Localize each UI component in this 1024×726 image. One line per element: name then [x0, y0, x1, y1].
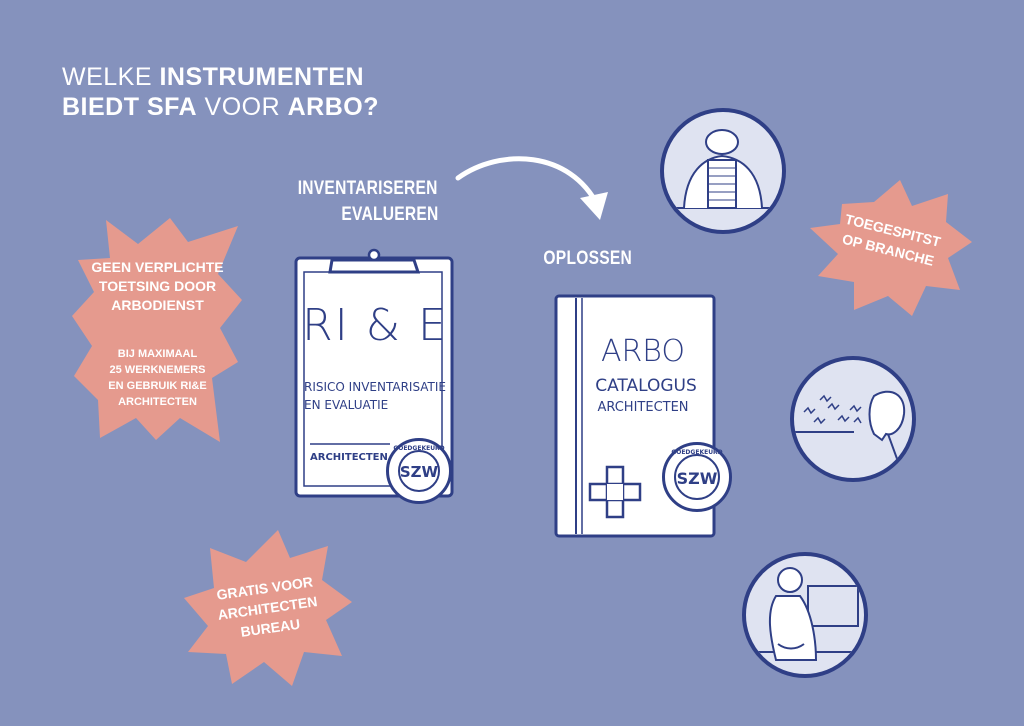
book-stamp: GOEDGEKEURD SZW: [662, 442, 732, 512]
clipboard-stamp-inner-ring: [398, 450, 440, 492]
title-line2-bold-a: BIEDT SFA: [62, 93, 198, 121]
title-line1-normal: WELKE: [62, 63, 160, 91]
person-back-pain-icon: [746, 567, 864, 661]
book-title-line-2: CATALOGUS: [595, 376, 697, 396]
clipboard-stamp: GOEDGEKEURD SZW: [386, 438, 452, 504]
burst-left-sub-1: BIJ MAXIMAAL: [117, 348, 198, 360]
book-stamp-ring-text: GOEDGEKEURD: [671, 449, 723, 456]
burst-left-sub-4: ARCHITECTEN: [118, 396, 197, 408]
badge-gratis-voor-architecten: GRATIS VOOR ARCHITECTEN BUREAU: [180, 528, 355, 688]
clipboard-big-title: RI & E: [302, 300, 448, 351]
burst-left-heading-1: GEEN VERPLICHTE: [91, 259, 224, 275]
book-title-line-1: ARBO: [600, 334, 686, 369]
title-line2-normal: VOOR: [197, 93, 288, 121]
step-label-oplossen: OPLOSSEN: [543, 248, 632, 269]
book-stamp-mark: SZW: [676, 469, 718, 488]
illustration-paperwork-stress: [660, 108, 786, 234]
clipboard-drawing: [294, 248, 454, 498]
clipboard-stamp-mark: SZW: [399, 463, 439, 481]
burst-shape-left: [72, 218, 242, 442]
illustration-breathing-dust: [790, 356, 916, 482]
clipboard-line-1: RISICO INVENTARISATIE: [304, 380, 447, 394]
burst-left-sub-3: EN GEBRUIK RI&E: [108, 380, 207, 392]
clipboard-stamp-ring-text: GOEDGEKEURD: [393, 445, 445, 452]
book-title-line-3: ARCHITECTEN: [597, 400, 689, 415]
rie-clipboard: RI & E RISICO INVENTARISATIE EN EVALUATI…: [290, 248, 460, 508]
clipboard-footer: ARCHITECTEN: [310, 452, 388, 463]
step-label-inventariseren: INVENTARISEREN: [298, 178, 438, 199]
person-breathing-dust-icon: [794, 390, 906, 478]
burst-left-heading-3: ARBODIENST: [111, 297, 204, 313]
burst-left-sub-2: 25 WERKNEMERS: [109, 364, 206, 376]
title-line2-bold-b: ARBO?: [287, 93, 379, 121]
burst-shape-bottom: [184, 530, 352, 686]
arbo-catalogus-book: ARBO CATALOGUS ARCHITECTEN GOEDGEKEURD S…: [552, 292, 738, 542]
illustration-back-pain: [742, 552, 868, 678]
curved-arrow-icon: [455, 156, 608, 220]
book-stamp-inner-ring: [674, 454, 720, 500]
title-line1-bold: INSTRUMENTEN: [159, 63, 365, 91]
burst-shape-right: [810, 180, 972, 316]
badge-toegespitst-op-branche: TOEGESPITST OP BRANCHE: [808, 180, 973, 320]
burst-left-heading-2: TOETSING DOOR: [98, 278, 217, 294]
page-title: WELKE INSTRUMENTEN BIEDT SFA VOOR ARBO?: [62, 62, 379, 122]
step-label-evalueren: EVALUEREN: [340, 204, 438, 225]
person-with-paper-stack-icon: [664, 129, 782, 209]
badge-geen-verplichte-toetsing: GEEN VERPLICHTE TOETSING DOOR ARBODIENST…: [70, 212, 245, 447]
clipboard-line-2: EN EVALUATIE: [304, 398, 389, 412]
